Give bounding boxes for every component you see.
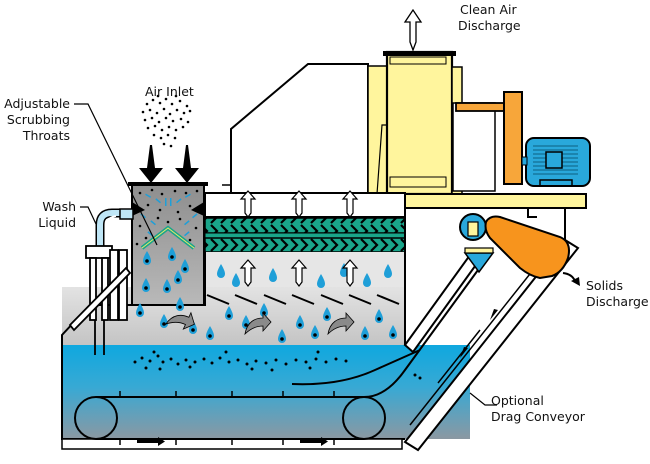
fan-base bbox=[401, 193, 587, 209]
fan-housing bbox=[367, 50, 463, 196]
wash-liquid-line1: Wash bbox=[42, 199, 76, 214]
wash-liquid-label: Wash Liquid bbox=[20, 199, 76, 231]
scrubbing-throats-line3: Throats bbox=[22, 128, 70, 143]
scrubbing-throats-line2: Scrubbing bbox=[6, 112, 70, 127]
mist-eliminator-lower bbox=[204, 237, 406, 253]
fan-inlet-housing bbox=[222, 63, 369, 196]
leader-lines bbox=[74, 103, 497, 406]
inclined-conveyor bbox=[403, 238, 580, 452]
wash-liquid-line2: Liquid bbox=[38, 215, 76, 230]
fan-drive bbox=[452, 91, 523, 192]
baffles bbox=[206, 294, 400, 305]
air-inlet-label: Air Inlet bbox=[145, 84, 194, 100]
solids-discharge-arrow bbox=[562, 272, 580, 286]
clean-air-line1: Clean Air bbox=[460, 2, 517, 17]
solids-discharge-label: Solids Discharge bbox=[586, 278, 649, 310]
sludge-layer bbox=[133, 350, 422, 380]
air-inlet-particles bbox=[141, 94, 192, 148]
pump-frame bbox=[68, 245, 132, 355]
conveyor-direction-arrows bbox=[137, 437, 328, 446]
clean-air-discharge-arrow bbox=[403, 8, 423, 52]
motor bbox=[521, 137, 591, 187]
clean-air-discharge-label: Clean Air Discharge bbox=[458, 2, 521, 34]
solids-line1: Solids bbox=[586, 278, 623, 293]
drag-conveyor-belt bbox=[74, 269, 479, 440]
air-inlet-arrows bbox=[139, 145, 199, 183]
air-inlet-text: Air Inlet bbox=[145, 84, 194, 99]
conveyor-line1: Optional bbox=[491, 393, 544, 408]
solids-line2: Discharge bbox=[586, 294, 649, 309]
conveyor-line2: Drag Conveyor bbox=[491, 409, 585, 424]
wash-liquid-pipe bbox=[95, 208, 134, 250]
conveyor-flights bbox=[119, 391, 335, 445]
clean-air-line2: Discharge bbox=[458, 18, 521, 33]
scrubbing-throats-label: Adjustable Scrubbing Throats bbox=[2, 96, 70, 144]
drag-conveyor-label: Optional Drag Conveyor bbox=[491, 393, 585, 425]
conveyor-drive bbox=[459, 208, 570, 280]
mist-eliminator-upper bbox=[204, 217, 406, 234]
scrubbing-throats-line1: Adjustable bbox=[4, 96, 70, 111]
